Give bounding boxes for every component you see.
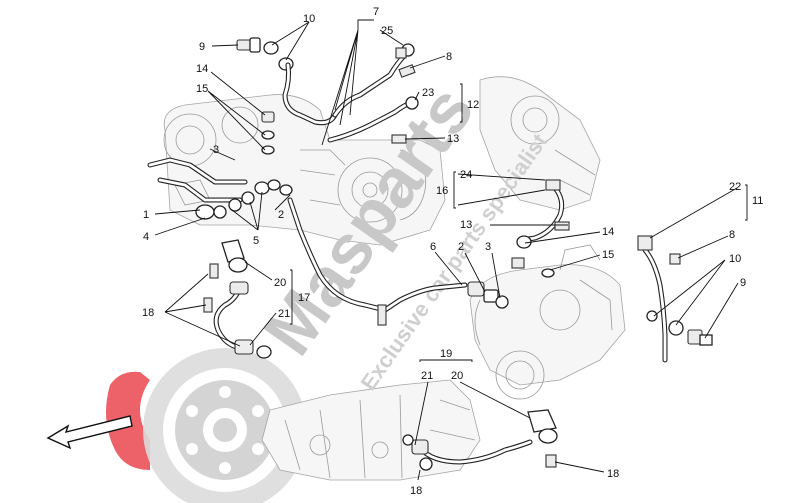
callout-24: 24 — [460, 169, 472, 181]
union-14-left — [261, 111, 275, 155]
callout-3-right: 3 — [485, 241, 491, 253]
callout-16: 16 — [436, 185, 448, 197]
callout-23: 23 — [422, 87, 434, 99]
callout-5: 5 — [253, 235, 259, 247]
oil-pipe-16-right — [511, 179, 570, 278]
callout-10-top: 10 — [303, 13, 315, 25]
callout-11: 11 — [752, 195, 763, 207]
callout-2-left: 2 — [278, 209, 284, 221]
callout-12: 12 — [467, 99, 479, 111]
callout-6: 6 — [430, 241, 436, 253]
engine-block-right — [479, 76, 601, 211]
callout-9-top: 9 — [199, 41, 205, 53]
callout-15-left: 15 — [196, 83, 208, 95]
callout-17: 17 — [298, 292, 310, 304]
drain-hose-17 — [213, 239, 272, 359]
drain-hose-19 — [402, 409, 558, 471]
callout-18-bottom: 18 — [410, 485, 422, 497]
callout-20-left: 20 — [274, 277, 286, 289]
callout-20-bottom: 20 — [451, 370, 463, 382]
callout-13-top: 13 — [447, 133, 459, 145]
callout-1: 1 — [143, 209, 149, 221]
banjo-bolt-9-top — [236, 37, 261, 53]
callout-18-left: 18 — [142, 307, 154, 319]
callout-15-right: 15 — [602, 249, 614, 261]
callout-4: 4 — [143, 231, 149, 243]
callout-8-right: 8 — [729, 229, 735, 241]
oil-pipe-left-assembly — [147, 157, 293, 220]
callout-21-bottom: 21 — [421, 370, 433, 382]
callout-14-right: 14 — [602, 226, 614, 238]
turbo-housing-right — [469, 244, 626, 400]
callout-7: 7 — [373, 6, 379, 18]
callout-22: 22 — [729, 181, 741, 193]
direction-arrow-icon — [46, 415, 133, 450]
callout-2-right: 2 — [458, 241, 464, 253]
watermark-disc-center — [213, 418, 237, 442]
callout-25: 25 — [381, 25, 393, 37]
fitting-25 — [395, 43, 415, 59]
callout-9-right: 9 — [740, 277, 746, 289]
oil-return-pipe-6 — [287, 197, 468, 326]
watermark-logo — [106, 348, 307, 503]
callout-13-right: 13 — [460, 219, 472, 231]
union-2-3-right — [467, 281, 509, 309]
callout-8-top: 8 — [446, 51, 452, 63]
callout-14-left: 14 — [196, 63, 208, 75]
oil-feed-pipe-upper — [282, 52, 408, 126]
callout-21-left: 21 — [278, 308, 290, 320]
callout-3-left: 3 — [213, 144, 219, 156]
leader-lines — [154, 19, 748, 481]
callout-10-right: 10 — [729, 253, 741, 265]
oil-pipe-11-right — [637, 235, 713, 363]
callout-19: 19 — [440, 348, 452, 360]
callout-labels: 9 10 7 25 8 23 12 13 14 15 3 1 4 5 2 6 2… — [142, 6, 763, 497]
bolt-18-left — [203, 263, 219, 313]
callout-18-right: 18 — [607, 468, 619, 480]
